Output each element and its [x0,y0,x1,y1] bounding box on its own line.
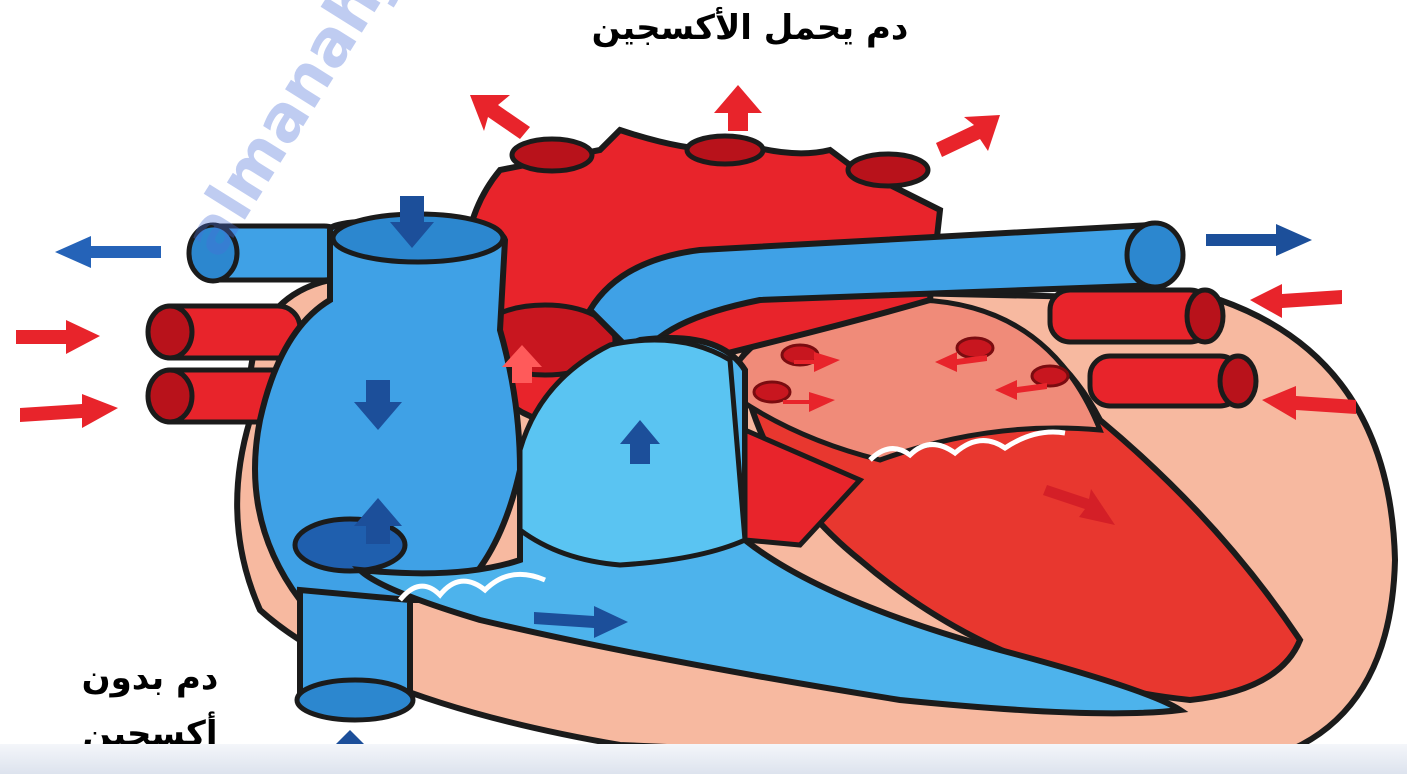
oxygenated-blood-label: دم يحمل الأكسجين [560,8,940,48]
bottom-strip [0,744,1407,774]
arrow-up-icon [714,85,762,131]
arrow-out-right-icon [1206,224,1312,256]
arrow-out-left-icon [55,236,161,268]
arrow-up-right-icon [936,115,1000,157]
arrow-up-left-icon [470,95,530,139]
deoxygenated-blood-label-line1: دم بدون [40,650,260,706]
arrow-in-left-2-icon [20,394,118,428]
arrow-in-right-1-icon [1250,284,1342,318]
arrow-in-left-1-icon [16,320,100,354]
